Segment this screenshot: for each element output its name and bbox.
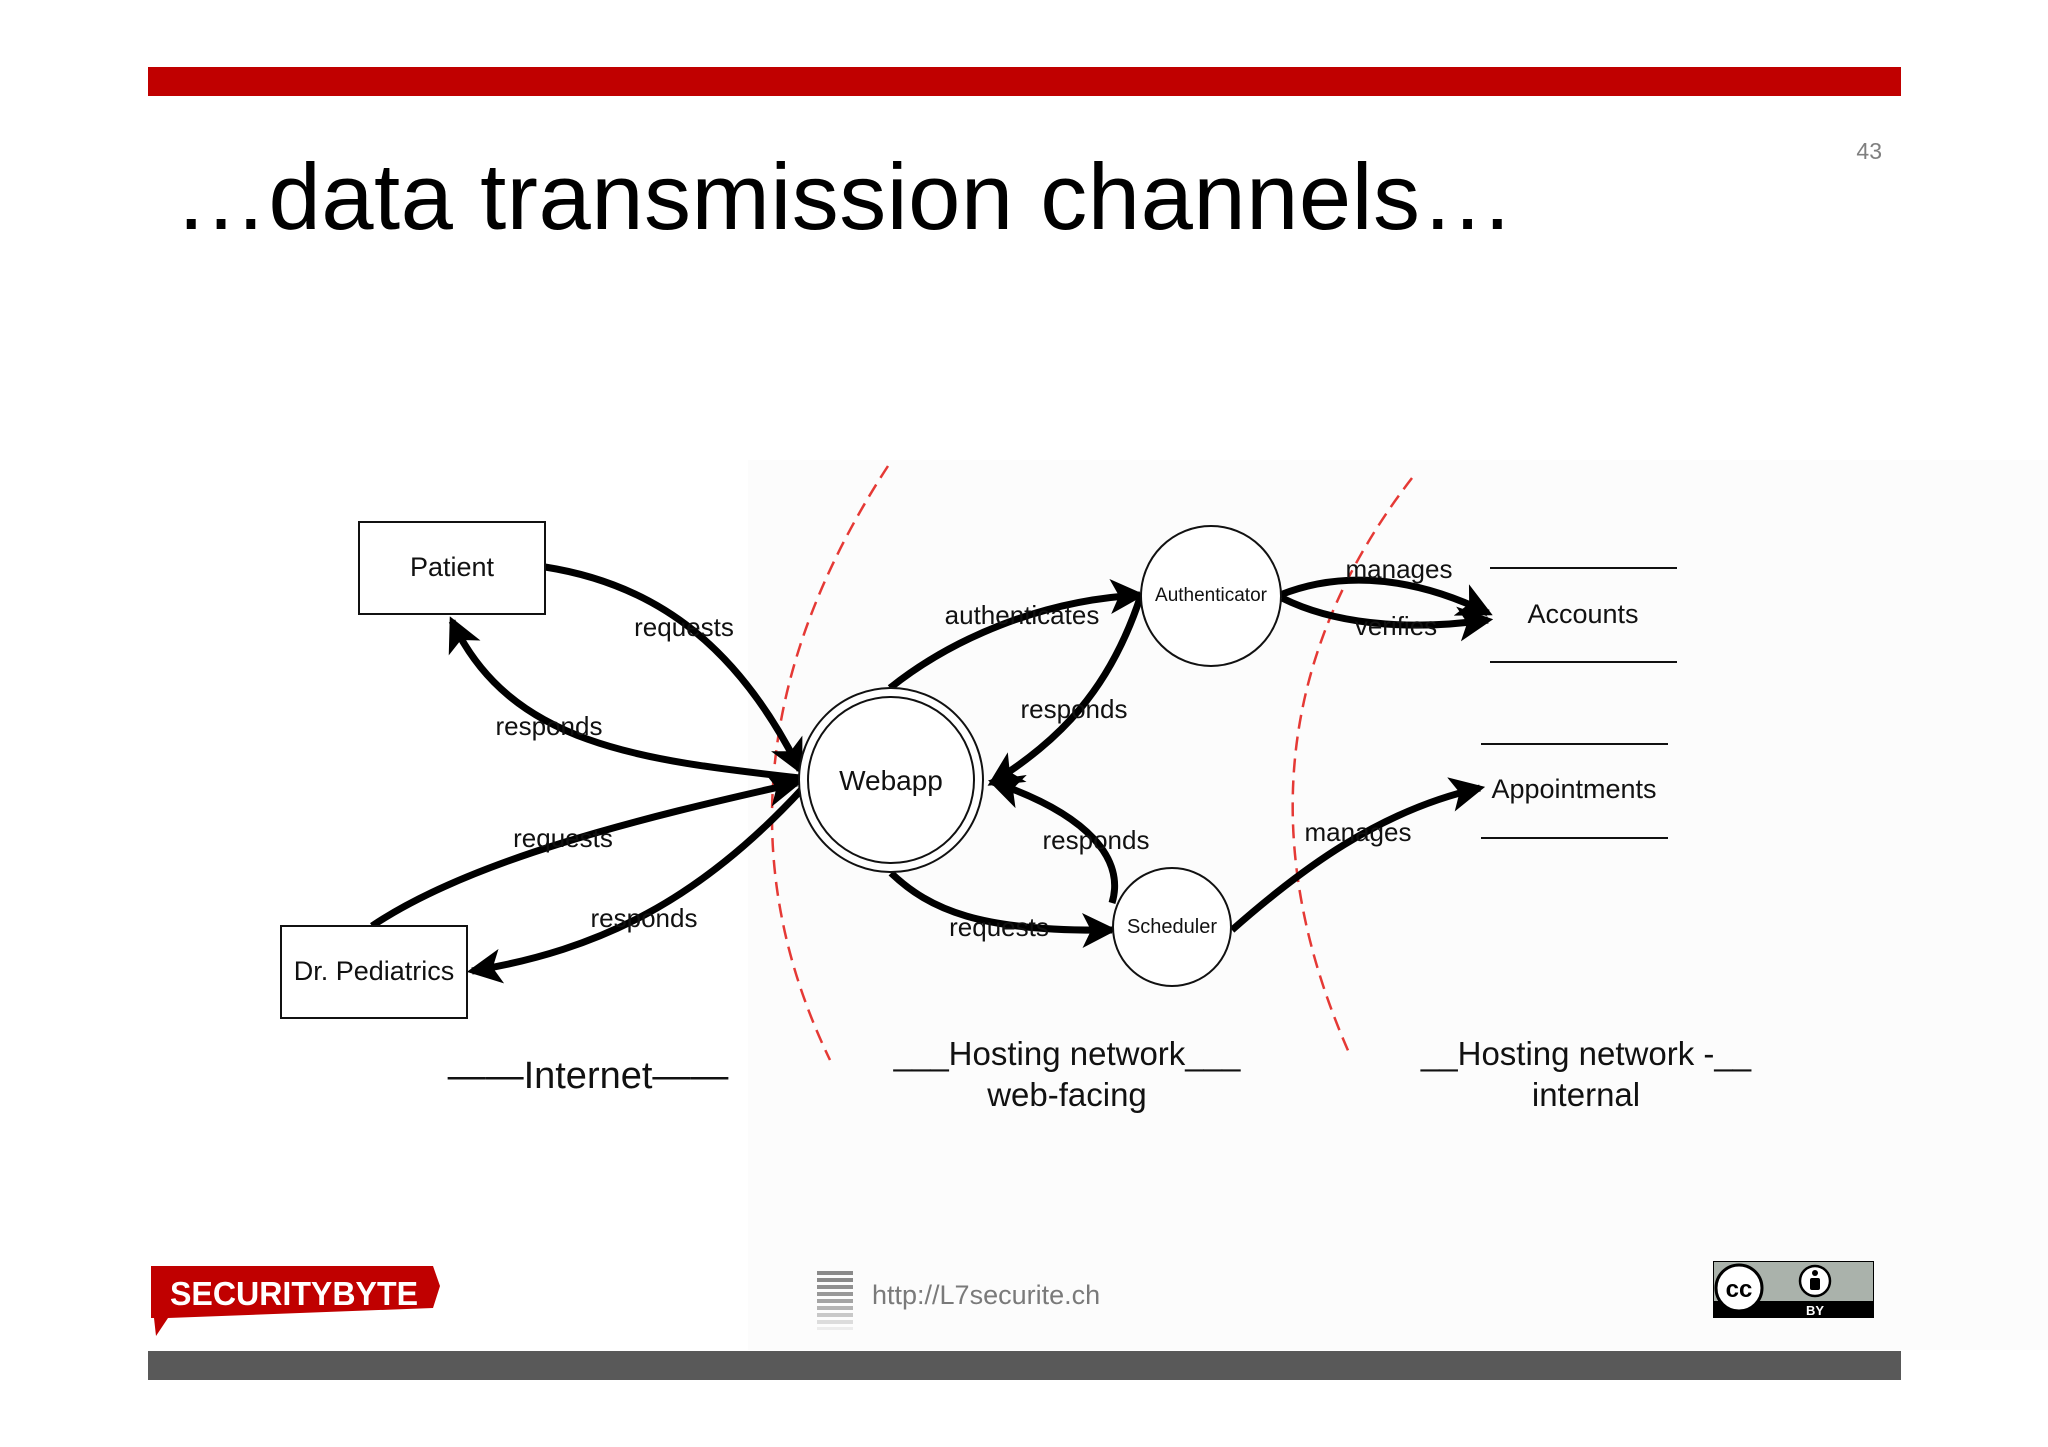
patient-entity-label: Patient	[410, 552, 495, 582]
label-doctor-requests: requests	[513, 823, 613, 853]
webapp-process	[807, 696, 975, 864]
label-doctor-responds: responds	[591, 903, 698, 933]
label-scheduler-responds: responds	[1043, 825, 1150, 855]
slide-bottom-bar	[148, 1351, 1901, 1380]
label-webapp-authenticates: authenticates	[945, 600, 1100, 630]
flow-responds-to-patient-arrow	[448, 616, 801, 782]
flow-authenticator-verifies-arrow	[1280, 594, 1494, 642]
dr-pediatrics-entity	[280, 925, 468, 1019]
slide-title: …data transmission channels…	[174, 144, 1516, 249]
flow-authenticator-responds-arrow	[987, 593, 1145, 786]
flow-webapp-requests-scheduler-arrow	[888, 870, 1118, 948]
flow-patient-requests-arrow	[544, 563, 804, 775]
trust-boundary-internet-webfacing	[770, 465, 890, 1061]
flow-authenticator-manages-arrow	[1278, 576, 1493, 617]
zone-label-internet: ——Internet——	[448, 1055, 729, 1097]
dr-pediatrics-entity-label: Dr. Pediatrics	[294, 956, 455, 986]
slide-page-number: 43	[1856, 138, 1882, 164]
cc-by-icon: cc BY	[1713, 1261, 1874, 1318]
zone-label-internal-line1: __Hosting network -__	[1420, 1035, 1752, 1072]
cc-badge-by-text: BY	[1806, 1303, 1824, 1318]
label-authenticator-manages: manages	[1346, 554, 1453, 584]
flow-webapp-authenticates-arrow	[887, 579, 1146, 691]
label-authenticator-verifies: verifies	[1355, 611, 1437, 641]
trust-boundary-webfacing-internal	[1291, 477, 1413, 1056]
authenticator-process-label: Authenticator	[1155, 585, 1268, 606]
zone-label-web-facing-line2: web-facing	[986, 1076, 1147, 1113]
cc-badge-text: cc	[1726, 1276, 1753, 1303]
slide-top-accent-bar	[148, 67, 1901, 96]
authenticator-process	[1140, 525, 1282, 667]
scheduler-process-label: Scheduler	[1127, 916, 1217, 938]
document-lines-icon	[817, 1271, 853, 1330]
footer-url-link[interactable]: http://L7securite.ch	[872, 1280, 1101, 1310]
webapp-process-label: Webapp	[839, 765, 943, 796]
zone-label-web-facing-line1: ___Hosting network___	[893, 1035, 1241, 1072]
label-scheduler-manages: manages	[1305, 817, 1412, 847]
securitybyte-logo-text: SECURITYBYTE	[170, 1275, 418, 1312]
label-webapp-requests-scheduler: requests	[949, 912, 1049, 942]
appointments-store-label: Appointments	[1491, 774, 1656, 804]
label-authenticator-responds: responds	[1021, 694, 1128, 724]
label-patient-requests: requests	[634, 612, 734, 642]
flow-responds-to-doctor-arrow	[466, 785, 806, 984]
zone-label-internal-line2: internal	[1532, 1076, 1640, 1113]
flow-scheduler-manages-arrow	[1229, 777, 1486, 933]
flow-doctor-requests-arrow	[370, 772, 803, 929]
securitybyte-logo: SECURITYBYTE	[151, 1266, 440, 1336]
diagram-background	[748, 460, 2048, 1350]
patient-entity	[358, 521, 546, 615]
flow-scheduler-responds-arrow	[988, 775, 1119, 905]
accounts-store-label: Accounts	[1527, 599, 1638, 629]
label-patient-responds: responds	[496, 711, 603, 741]
scheduler-process	[1112, 867, 1232, 987]
